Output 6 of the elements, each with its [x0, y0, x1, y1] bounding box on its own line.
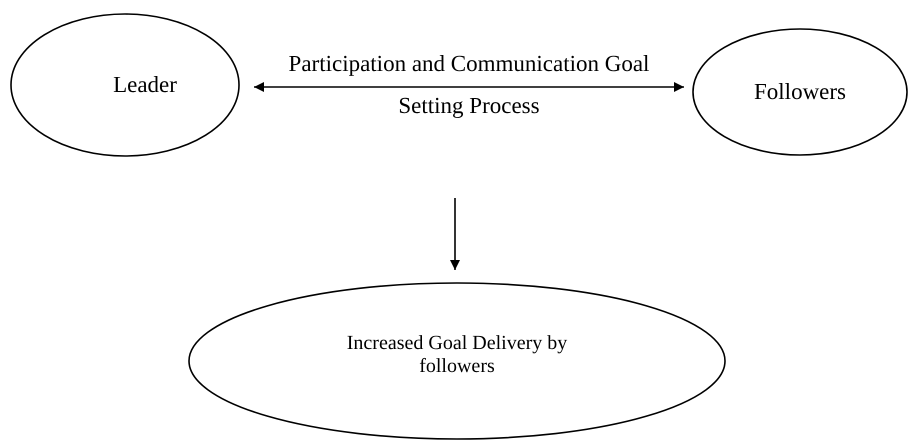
node-label: Increased Goal Delivery by followers — [346, 332, 568, 378]
arrow — [254, 82, 684, 92]
arrow — [450, 198, 460, 270]
edge-label: Participation and Communication Goal Setting Process — [288, 50, 650, 120]
node-label: Followers — [753, 79, 847, 105]
node-label: Leader — [112, 72, 178, 98]
